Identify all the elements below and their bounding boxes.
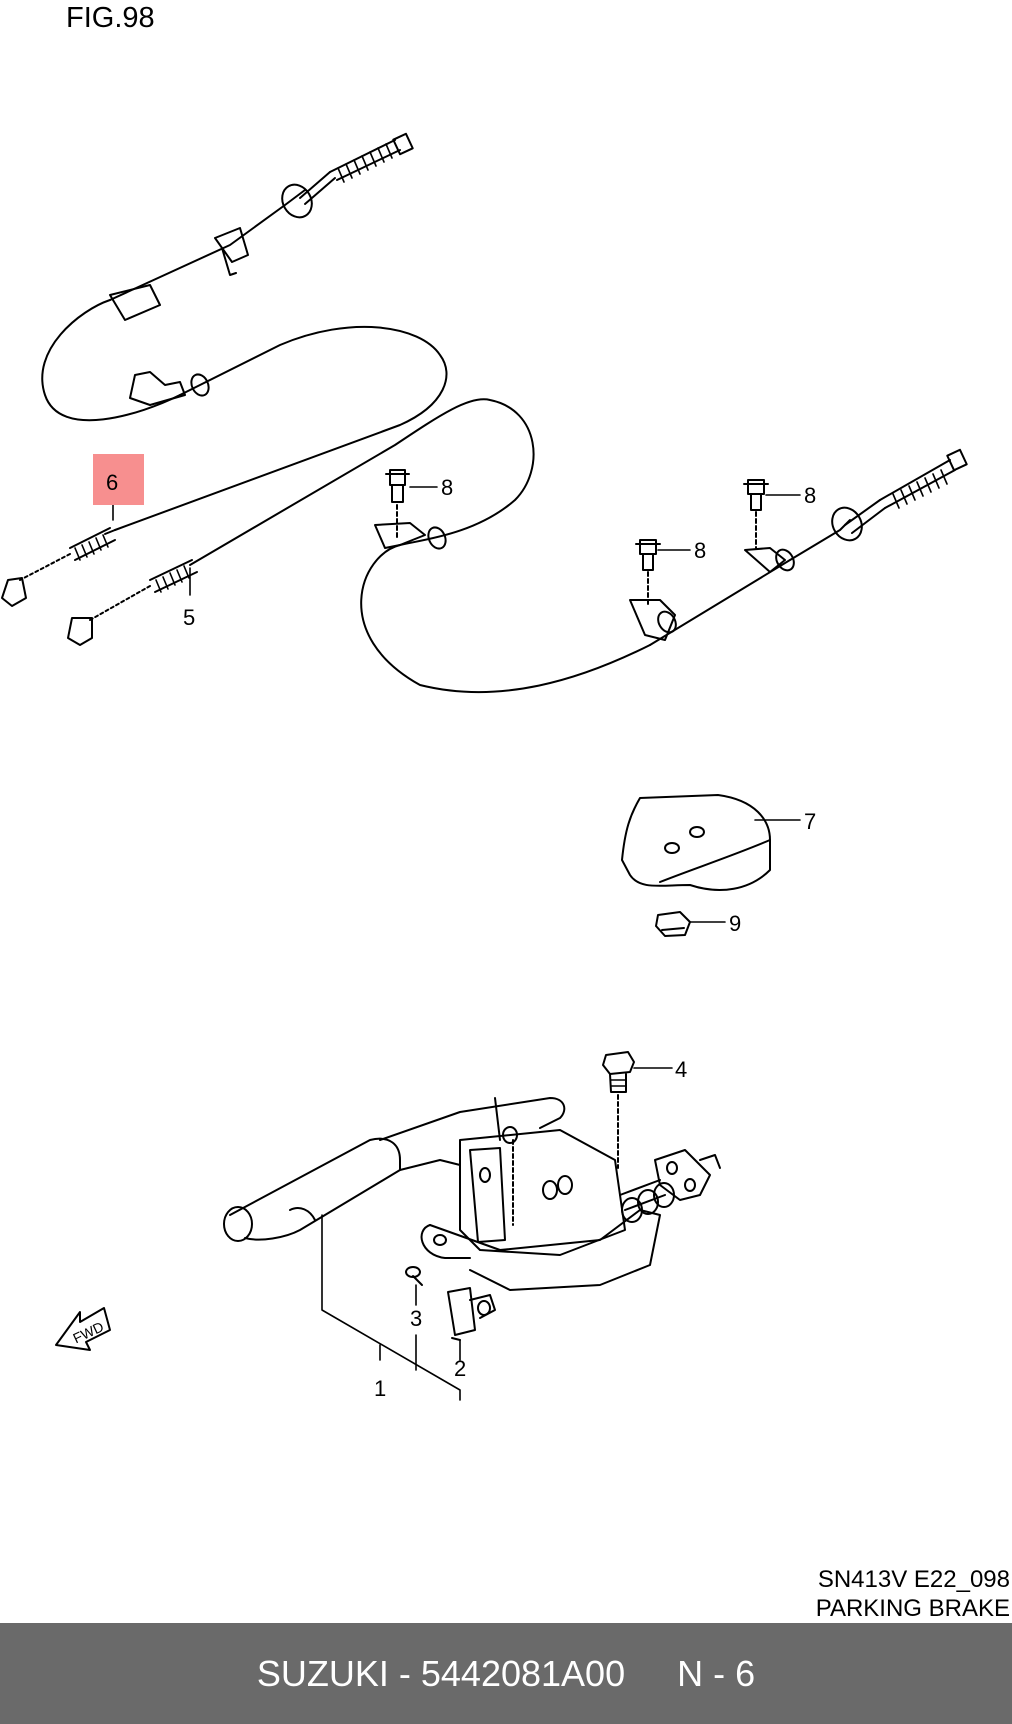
callout-7[interactable]: 7: [804, 809, 816, 834]
callout-4[interactable]: 4: [675, 1057, 687, 1082]
heat-shield-7: [621, 794, 771, 891]
brake-cable-6: [1, 132, 448, 607]
brake-cable-5: [67, 398, 968, 694]
callout-2[interactable]: 2: [454, 1356, 466, 1381]
fwd-label: FWD: [70, 1318, 106, 1346]
callout-3[interactable]: 3: [410, 1306, 422, 1331]
callout-8-right-upper[interactable]: 8: [804, 483, 816, 508]
callout-5[interactable]: 5: [183, 605, 195, 630]
screw-3: [405, 1266, 423, 1286]
figure-title: FIG.98: [66, 2, 155, 34]
callout-6[interactable]: 6: [106, 470, 118, 495]
callout-9[interactable]: 9: [729, 911, 741, 936]
callout-8-right-lower[interactable]: 8: [694, 538, 706, 563]
callout-1[interactable]: 1: [374, 1376, 386, 1401]
model-code: SN413V E22_098: [817, 1566, 1010, 1593]
callout-8-left[interactable]: 8: [441, 475, 453, 500]
bolt-8-right-lower: [635, 539, 661, 607]
fwd-arrow-icon: FWD: [55, 1307, 111, 1351]
parking-brake-diagram: FWD 6 5 8 8 8 7 9 4 3 2 1: [1, 132, 968, 1401]
part-footer: SUZUKI - 5442081A00 N - 6: [0, 1623, 1012, 1724]
bolt-4: [602, 1051, 635, 1169]
highlight-box: [93, 454, 144, 505]
part-number-text: SUZUKI - 5442081A00: [256, 1652, 626, 1694]
nut-9: [655, 911, 691, 937]
bolt-8-left: [385, 469, 410, 541]
parking-brake-lever-assembly-1: [223, 1097, 721, 1291]
callout-leaders: [112, 486, 801, 1401]
switch-2: [447, 1287, 496, 1341]
section-name: PARKING BRAKE: [815, 1595, 1010, 1622]
reference-text: N - 6: [677, 1652, 756, 1694]
bolt-8-right-upper: [743, 479, 769, 549]
